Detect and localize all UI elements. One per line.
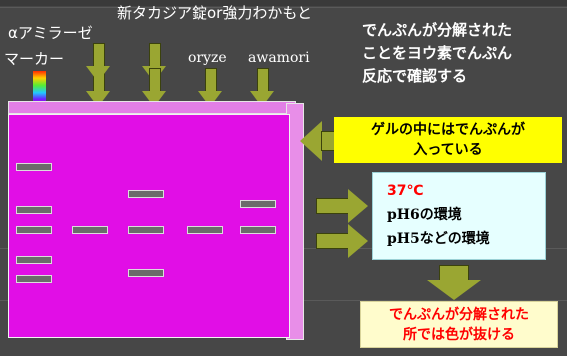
right-arrow-icon <box>316 189 368 223</box>
ph6-text: pH6の環境 <box>387 207 462 223</box>
gel-band <box>240 200 276 208</box>
gel-note-line: 入っている <box>413 142 483 158</box>
temperature-text: 37℃ <box>387 183 424 199</box>
slide-top-band <box>0 0 567 6</box>
gel-band <box>187 226 223 234</box>
gel-band <box>16 163 52 171</box>
down-arrow-icon <box>427 265 481 301</box>
label-marker: マーカー <box>4 50 65 68</box>
gel-band <box>16 206 52 214</box>
ph5-text: pH5などの環境 <box>387 231 490 247</box>
gel-band <box>128 226 164 234</box>
label-takadiastase: 新タカジア錠or強力わかもと <box>117 4 313 22</box>
background-line <box>0 7 567 8</box>
gel-top-face <box>8 101 296 114</box>
label-awamori: awamori <box>248 50 310 66</box>
gel-note-line: ゲルの中にはでんぷんが <box>371 122 525 138</box>
iodine-note-line: でんぷんが分解された <box>362 21 513 39</box>
gel-band <box>16 256 52 264</box>
label-alpha-amylase: αアミラーゼ <box>8 24 93 42</box>
gel-band <box>16 226 52 234</box>
iodine-note: でんぷんが分解された ことをヨウ素でんぷん 反応で確認する <box>362 19 560 88</box>
gel-band <box>128 190 164 198</box>
right-arrow-icon <box>316 224 368 258</box>
gel-band <box>128 269 164 277</box>
result-note-line: でんぷんが分解された <box>389 307 529 323</box>
label-oryze: oryze <box>188 50 227 66</box>
gel-contains-starch-note: ゲルの中にはでんぷんが 入っている <box>334 117 562 163</box>
incubation-conditions-box: 37℃ pH6の環境 pH5などの環境 <box>372 172 546 260</box>
iodine-note-line: ことをヨウ素でんぷん <box>362 44 513 62</box>
iodine-note-line: 反応で確認する <box>362 67 468 85</box>
gel-band <box>72 226 108 234</box>
down-arrow-icon <box>86 43 110 83</box>
result-note: でんぷんが分解された 所では色が抜ける <box>360 301 558 348</box>
rainbow-marker-icon <box>33 71 46 103</box>
result-note-line: 所では色が抜ける <box>403 327 515 343</box>
gel-band <box>16 275 52 283</box>
gel-band <box>240 226 276 234</box>
